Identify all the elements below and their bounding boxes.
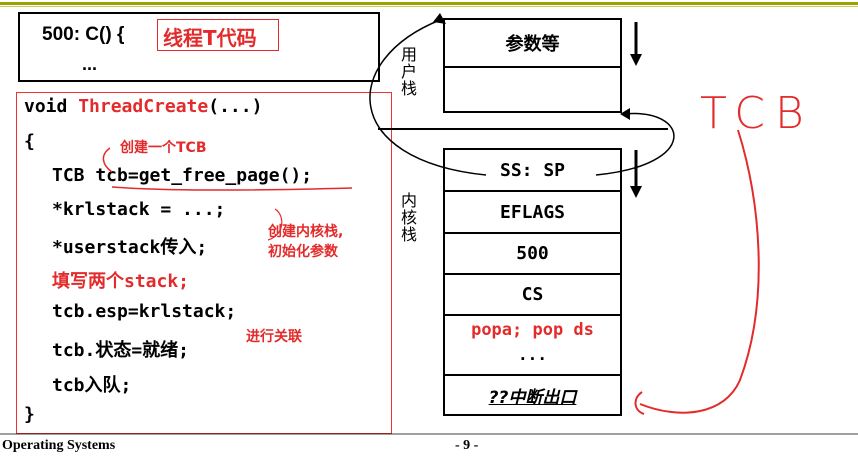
kernel-stack-arrowhead xyxy=(630,186,642,198)
note-link: 进行关联 xyxy=(246,329,302,345)
user-stack: 参数等 xyxy=(443,18,622,113)
kernel-stack-cell-popa: popa; pop ds xyxy=(445,316,620,376)
handwritten-tcb: TCB xyxy=(700,88,814,139)
tcb-to-interrupt-exit-curve xyxy=(639,129,760,414)
user-stack-arrowhead xyxy=(630,54,642,66)
user-stack-cell-params: 参数等 xyxy=(445,20,620,68)
footer-course: Operating Systems xyxy=(2,438,116,453)
ss-sp-to-user-stack-bottom-arrow xyxy=(595,112,675,176)
code-line-7: tcb.esp=krlstack; xyxy=(52,301,237,322)
ss-sp-arrowhead xyxy=(433,13,446,24)
create-tcb-pointer xyxy=(102,147,113,173)
code-line-9: tcb入队; xyxy=(52,375,132,396)
thread-code-label: 500: C() { xyxy=(42,24,125,45)
code-line-2: { xyxy=(24,131,35,152)
ss-sp-to-user-stack-arrow xyxy=(369,19,487,176)
note-create-tcb: 创建一个TCB xyxy=(120,140,207,156)
thread-create-code-box xyxy=(16,92,392,434)
kernel-stack-cell-eflags: EFLAGS xyxy=(445,192,620,234)
kernel-stack-cell-interrupt-exit: ??中断出口 xyxy=(488,387,577,408)
note-init-params: 初始化参数 xyxy=(268,244,338,260)
kernel-stack-label: 内核栈 xyxy=(400,191,417,244)
code-params: (...) xyxy=(208,96,263,117)
code-line-8: tcb.状态=就绪; xyxy=(52,340,190,361)
krlstack-bracket xyxy=(267,208,283,241)
kernel-stack-cell-ss-sp: SS: SP xyxy=(445,150,620,192)
tcb-curve-hook xyxy=(634,391,645,415)
header-bar xyxy=(0,0,858,8)
kernel-stack-cell-cs: CS xyxy=(445,275,620,316)
code-line-4: *krlstack = ...; xyxy=(52,199,226,220)
thread-code-ellipsis: ... xyxy=(82,54,98,74)
user-stack-bottom-arrowhead xyxy=(620,108,630,120)
thread-code-box: 500: C() { ... 线程T代码 xyxy=(18,12,380,82)
code-keyword: void xyxy=(24,96,79,117)
kernel-stack-cell-dots: ... xyxy=(518,344,547,364)
kernel-stack-popa-text: popa; pop ds xyxy=(471,320,594,340)
header-bar-thin xyxy=(0,6,858,7)
code-line-1: void ThreadCreate(...) xyxy=(24,96,262,117)
code-line-10: } xyxy=(24,404,35,425)
footer-page-number: - 9 - xyxy=(455,438,479,453)
header-bar-thick xyxy=(0,2,858,5)
tcb-underline xyxy=(111,186,353,191)
code-line-6: 填写两个stack; xyxy=(52,271,190,292)
user-stack-label: 用户栈 xyxy=(400,45,417,98)
thread-code-tag: 线程T代码 xyxy=(163,26,257,50)
note-create-kernel-stack: 创建内核栈, xyxy=(268,224,344,240)
code-function-name: ThreadCreate xyxy=(78,96,209,117)
kernel-stack: SS: SP EFLAGS 500 CS popa; pop ds ... ??… xyxy=(443,148,622,416)
code-line-5: *userstack传入; xyxy=(52,237,208,258)
kernel-stack-cell-500: 500 xyxy=(445,234,620,275)
thread-code-tag-frame xyxy=(157,19,279,51)
code-line-3: TCB tcb=get_free_page(); xyxy=(52,165,313,186)
